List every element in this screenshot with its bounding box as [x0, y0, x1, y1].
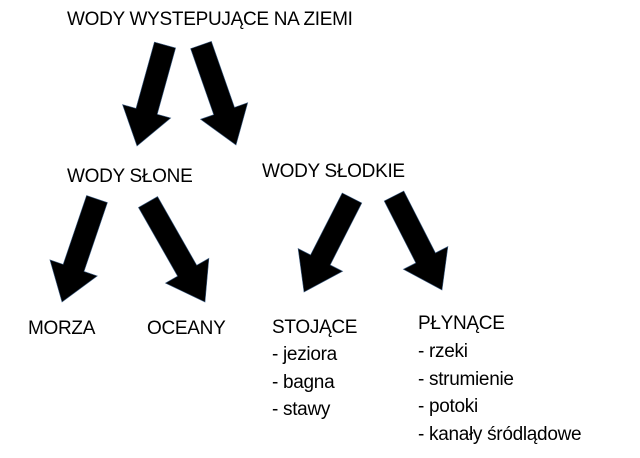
- standing-list: - jeziora - bagna - stawy: [272, 341, 337, 424]
- list-item: - kanały śródlądowe: [418, 423, 582, 445]
- arrow-to-salt-water: [122, 41, 176, 147]
- list-item: - jeziora: [272, 344, 337, 365]
- flowing-list: - rzeki - strumienie - potoki - kanały ś…: [418, 338, 582, 448]
- oceans-label: OCEANY: [147, 318, 226, 339]
- list-item: - potoki: [418, 396, 478, 417]
- arrow-to-standing: [297, 192, 363, 293]
- seas-label: MORZA: [28, 318, 96, 339]
- arrow-to-oceans: [138, 196, 210, 303]
- fresh-water-label: WODY SŁODKIE: [262, 161, 405, 182]
- flowing-label: PŁYNĄCE: [418, 313, 505, 334]
- root-title: WODY WYSTEPUJĄCE NA ZIEMI: [67, 9, 353, 30]
- list-item: - bagna: [272, 371, 335, 393]
- list-item: - rzeki: [418, 341, 468, 362]
- arrow-to-fresh-water: [190, 40, 249, 146]
- arrow-to-seas: [49, 195, 108, 303]
- standing-label: STOJĄCE: [272, 317, 358, 338]
- salt-water-label: WODY SŁONE: [67, 166, 193, 187]
- list-item: - strumienie: [418, 368, 514, 390]
- list-item: - stawy: [272, 399, 331, 420]
- arrow-to-flowing: [383, 190, 449, 291]
